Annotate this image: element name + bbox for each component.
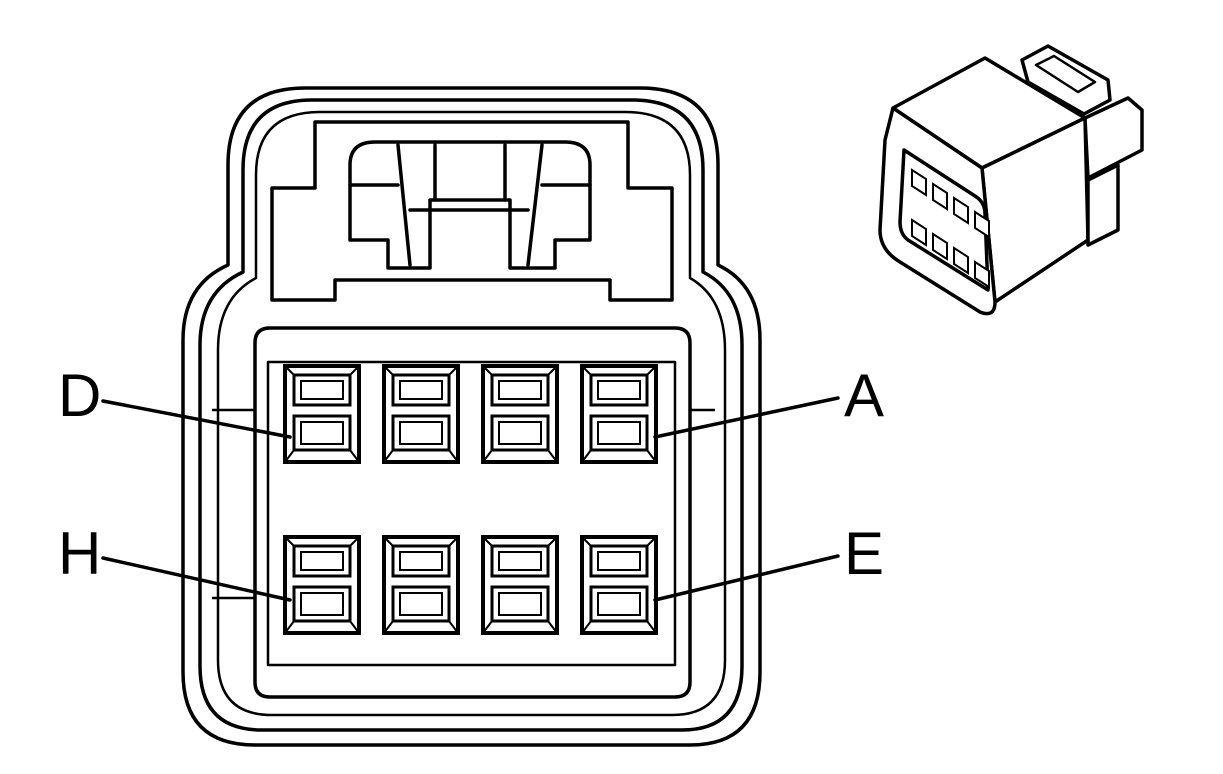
terminal-cavity-outer xyxy=(253,326,692,699)
iso-terminal-pin xyxy=(932,182,948,211)
pin-label-h: H xyxy=(58,520,101,587)
latch-frame xyxy=(270,120,674,302)
pin-label-e: E xyxy=(844,520,884,587)
housing-outer-outline xyxy=(181,86,762,747)
iso-terminal-pin xyxy=(974,210,990,239)
terminal-pin xyxy=(580,364,658,464)
leader-line-e xyxy=(653,554,840,602)
pin-label-d: D xyxy=(58,362,101,429)
terminal-pin xyxy=(580,535,658,635)
terminal-pin xyxy=(283,535,361,635)
terminal-cavity-inner xyxy=(266,360,677,667)
iso-side-rail-lower xyxy=(1086,163,1120,247)
terminal-pin xyxy=(283,364,361,464)
iso-terminal-pin xyxy=(953,246,969,275)
iso-terminal-pin xyxy=(911,218,927,247)
terminal-pin xyxy=(481,535,559,635)
latch-rib-right xyxy=(526,143,544,267)
housing-inner-outline-2 xyxy=(216,110,727,717)
terminal-pin xyxy=(382,535,460,635)
iso-terminal-pin xyxy=(974,260,990,289)
iso-terminal-pin xyxy=(953,196,969,225)
latch-body xyxy=(348,140,592,270)
iso-terminal-pin xyxy=(932,232,948,261)
leader-line-h xyxy=(101,556,292,602)
leader-line-d xyxy=(101,399,292,439)
housing-inner-outline xyxy=(198,98,744,732)
iso-terminal-pin xyxy=(911,168,927,197)
connector-face: D H A E xyxy=(58,86,884,747)
leader-line-a xyxy=(653,396,840,439)
terminal-pin xyxy=(382,364,460,464)
terminal-pin xyxy=(481,364,559,464)
iso-terminal-pins xyxy=(911,168,990,289)
latch-rib-left xyxy=(396,143,412,267)
terminal-pins xyxy=(283,364,658,635)
iso-latch-detail xyxy=(1034,54,1097,94)
connector-isometric-view xyxy=(878,44,1144,316)
iso-latch-tower xyxy=(1020,44,1112,116)
iso-side-rail-upper xyxy=(1083,96,1144,180)
pin-label-a: A xyxy=(844,362,884,429)
